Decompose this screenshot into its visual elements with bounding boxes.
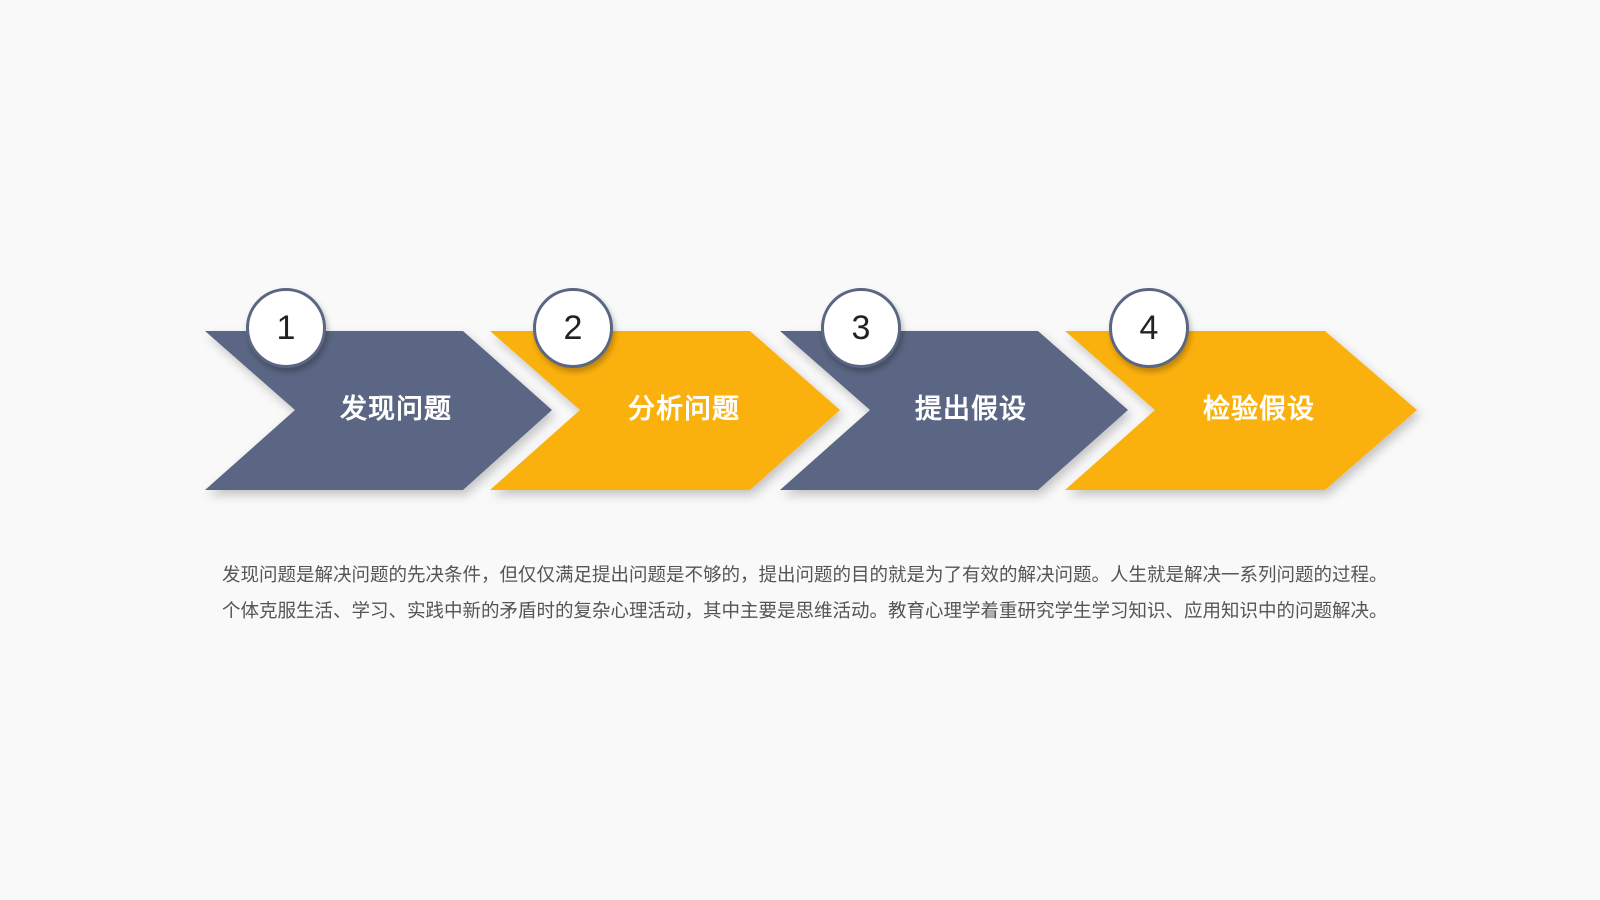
step-label-4: 检验假设 <box>1203 394 1315 425</box>
step-label-3: 提出假设 <box>915 394 1027 425</box>
step-arrow-2 <box>490 331 840 490</box>
step-label-2: 分析问题 <box>628 394 740 425</box>
step-number-badge-1: 1 <box>246 288 326 368</box>
step-arrow-4 <box>1065 331 1417 490</box>
step-number-badge-2: 2 <box>533 288 613 368</box>
step-number-badge-3: 3 <box>821 288 901 368</box>
step-number-badge-4: 4 <box>1109 288 1189 368</box>
description-paragraph: 发现问题是解决问题的先决条件，但仅仅满足提出问题是不够的，提出问题的目的就是为了… <box>222 565 1388 622</box>
step-label-1: 发现问题 <box>340 394 452 425</box>
step-arrow-3 <box>780 331 1128 490</box>
step-arrow-1 <box>205 331 552 490</box>
